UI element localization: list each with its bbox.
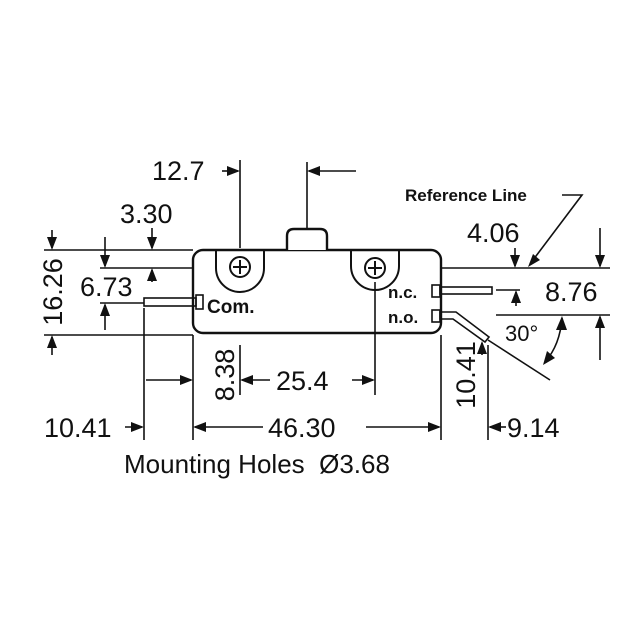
switch-body	[143, 227, 493, 344]
dim-9-14: 9.14	[507, 413, 560, 443]
com-label: Com.	[207, 297, 255, 318]
dim-8-38: 8.38	[210, 349, 240, 402]
dimension-labels: 12.7 3.30 6.73 16.26 8.38 25.4 10.41 46.…	[38, 156, 598, 479]
dim-8-76: 8.76	[545, 277, 598, 307]
dim-16-26: 16.26	[38, 258, 68, 326]
mounting-holes-caption: Mounting Holes Ø3.68	[124, 449, 390, 479]
dim-25-4: 25.4	[276, 366, 329, 396]
mounting-lobe-left	[215, 250, 265, 293]
dim-10-41-right: 10.41	[451, 341, 481, 409]
dimension-arrows	[47, 166, 605, 432]
com-terminal	[143, 294, 204, 310]
no-label: n.o.	[388, 308, 418, 327]
dim-6-73: 6.73	[80, 272, 133, 302]
nc-terminal	[431, 284, 493, 298]
mounting-hole-right-icon	[364, 257, 386, 279]
angle-30: 30°	[505, 321, 538, 346]
dim-12-7: 12.7	[152, 156, 205, 186]
nc-label: n.c.	[388, 283, 417, 302]
extension-lines	[44, 160, 610, 440]
actuator-button	[285, 227, 329, 250]
dim-3-30: 3.30	[120, 199, 173, 229]
no-terminal	[431, 309, 491, 344]
mounting-hole-left-icon	[229, 256, 251, 278]
dim-4-06: 4.06	[467, 218, 520, 248]
reference-line-label: Reference Line	[405, 186, 527, 205]
dim-10-41-left: 10.41	[44, 413, 112, 443]
dim-46-30: 46.30	[268, 413, 336, 443]
